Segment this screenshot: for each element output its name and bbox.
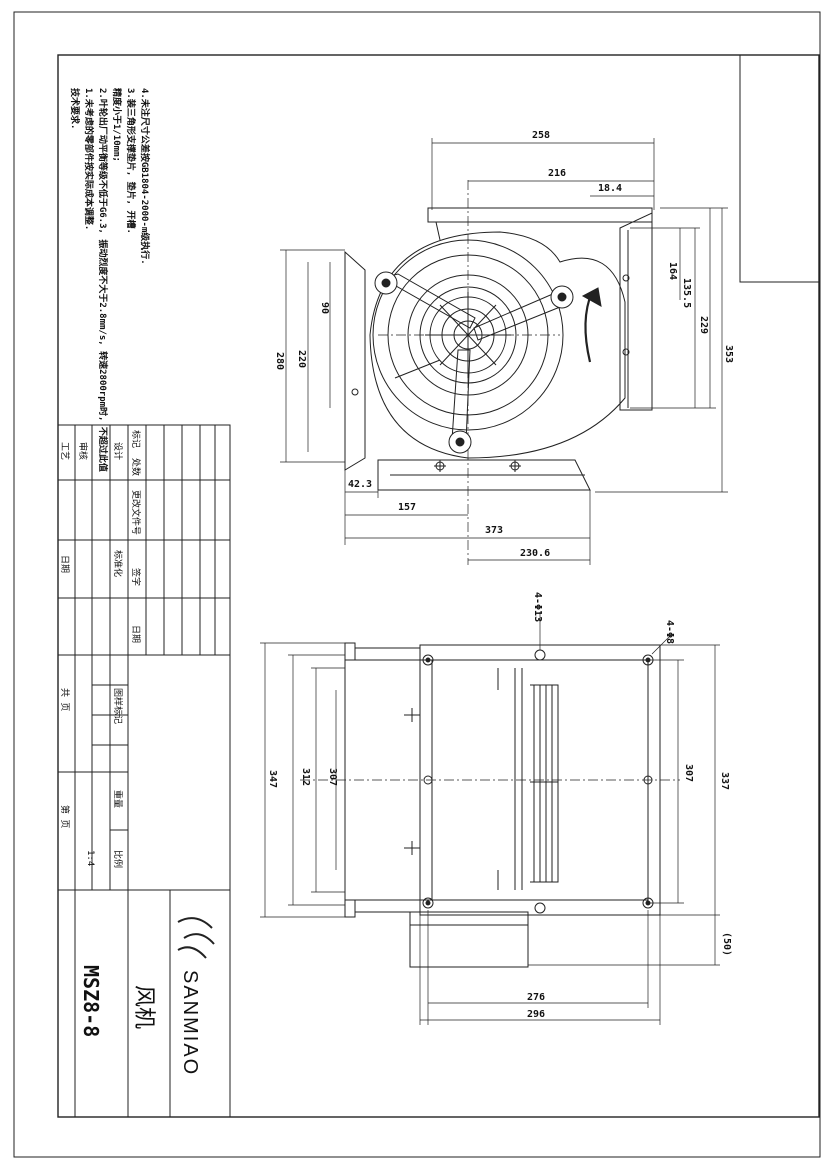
side-view-dim-labels: 4-Φ13 4-Φ8 347 312 307 307 337 (50) 276 … xyxy=(267,592,732,1020)
tb-designer: 设计 xyxy=(112,442,124,460)
dim-258: 258 xyxy=(532,130,550,141)
dim-42-3: 42.3 xyxy=(348,479,372,490)
title-block xyxy=(57,424,231,1118)
tb-process: 工艺 xyxy=(59,442,70,460)
hole-callout: 4-Φ13 xyxy=(532,592,543,622)
dim-312: 312 xyxy=(300,768,311,786)
notes-heading: 技术要求. xyxy=(69,88,81,129)
brand-wordmark: SANMIAO xyxy=(179,970,201,1076)
tb-model: MSZ8-8 xyxy=(79,965,103,1037)
note-line-4: 3.装三角形支撑垫片, 垫片, 开槽. xyxy=(125,88,137,234)
brand-logo-icon xyxy=(177,917,215,959)
tb-date: 日期 xyxy=(130,625,141,643)
outer-border xyxy=(13,11,821,1158)
tb-sheet-no: 第 页 xyxy=(59,805,71,828)
front-view xyxy=(344,180,653,565)
dim-220: 220 xyxy=(296,350,307,368)
tb-count: 处数 xyxy=(130,458,142,476)
tb-sheet-total: 共 页 xyxy=(59,688,70,711)
inner-frame xyxy=(57,54,820,1118)
dim-307b: 307 xyxy=(683,764,694,782)
tb-scale-label: 比例 xyxy=(112,850,124,868)
tb-change-doc: 更改文件号 xyxy=(130,490,142,535)
tb-weight-label: 重量 xyxy=(112,790,124,808)
dim-164: 164 xyxy=(667,262,678,280)
side-view-dimensions xyxy=(260,612,720,1025)
corner-hole-callout: 4-Φ8 xyxy=(664,620,675,644)
dim-157: 157 xyxy=(398,502,416,513)
dim-230-6: 230.6 xyxy=(520,548,550,559)
dim-18-4: 18.4 xyxy=(598,183,622,194)
tb-part-name: 风机 xyxy=(131,985,156,1029)
tb-scale-value: 1:4 xyxy=(85,850,95,866)
dim-347: 347 xyxy=(267,770,278,788)
tb-signature: 签字 xyxy=(130,568,142,586)
dim-135-5: 135.5 xyxy=(681,278,692,308)
corner-zone xyxy=(739,55,819,283)
tb-stage-mark: 图样标记 xyxy=(112,688,124,724)
front-view-dimensions xyxy=(280,138,728,565)
title-block-text: 工艺 审核 设计 标记 处数 更改文件号 签字 日期 日期 标准化 共 页 图样… xyxy=(59,430,201,1076)
note-line-3: 精度小于1/10mm; xyxy=(111,88,123,162)
tb-checker: 审核 xyxy=(77,442,89,460)
tb-marker: 标记 xyxy=(130,430,142,448)
dim-90: 90 xyxy=(319,302,330,314)
tb-date2: 日期 xyxy=(59,555,70,573)
dim-229: 229 xyxy=(698,316,709,334)
dim-353: 353 xyxy=(723,345,734,363)
front-view-dim-labels: 258 216 18.4 164 135.5 229 353 90 220 28… xyxy=(274,130,734,559)
side-view xyxy=(300,642,680,968)
note-line-1: 1.未考虑的零部件按实际成本调整. xyxy=(83,88,95,230)
dim-337: 337 xyxy=(719,772,730,790)
note-line-2: 2.叶轮出厂动平衡等级不低于G6.3, 振动烈度不大于2.8mm/s, 转速28… xyxy=(97,88,109,472)
note-line-5: 4.未注尺寸公差按GB1804-2000-m级执行. xyxy=(139,88,151,265)
dim-296: 296 xyxy=(527,1009,545,1020)
dim-307: 307 xyxy=(327,768,338,786)
dim-280: 280 xyxy=(274,352,285,370)
technical-notes: 技术要求. 1.未考虑的零部件按实际成本调整. 2.叶轮出厂动平衡等级不低于G6… xyxy=(69,88,151,472)
tb-standard: 标准化 xyxy=(112,550,124,577)
dim-373: 373 xyxy=(485,525,503,536)
dim-50: (50) xyxy=(721,932,732,956)
dim-216: 216 xyxy=(548,168,566,179)
dim-276: 276 xyxy=(527,992,545,1003)
